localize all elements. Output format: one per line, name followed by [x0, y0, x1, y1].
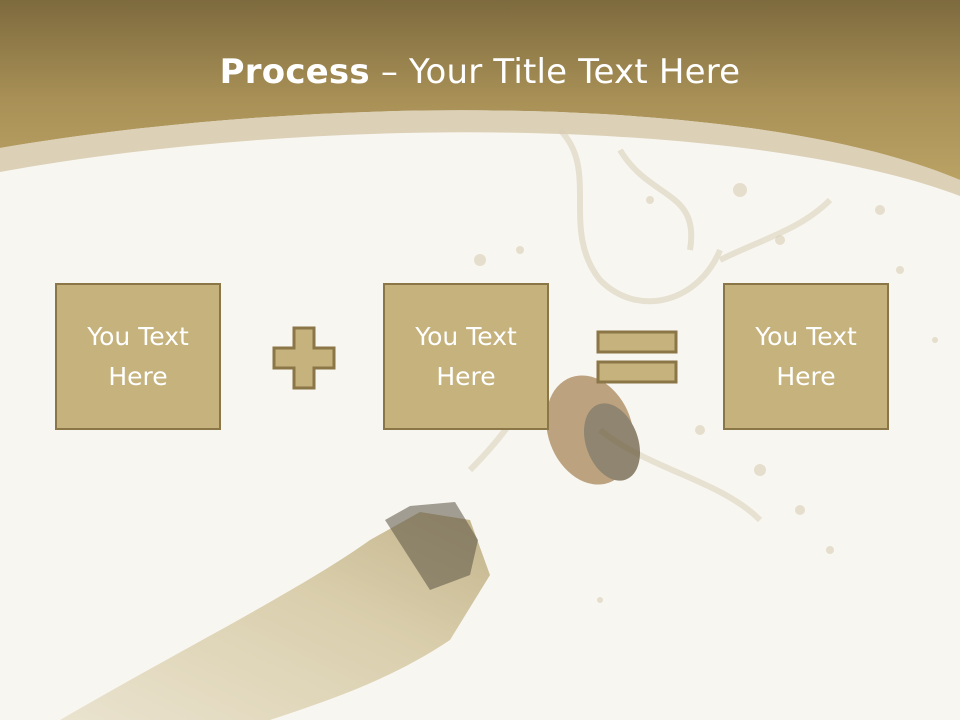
text-box-2-label: You Text Here [415, 321, 517, 391]
text-box-1-label: You Text Here [87, 321, 189, 391]
header-band [0, 0, 960, 180]
equals-icon [596, 330, 678, 384]
bottle [60, 512, 490, 720]
bottle-neck [385, 502, 478, 590]
slide-title: Process – Your Title Text Here [0, 52, 960, 92]
cork [546, 375, 641, 485]
text-box-1[interactable]: You Text Here [55, 283, 221, 430]
title-separator: – [369, 52, 410, 92]
text-box-3[interactable]: You Text Here [723, 283, 889, 430]
title-rest: Your Title Text Here [409, 52, 741, 92]
text-box-2[interactable]: You Text Here [383, 283, 549, 430]
plus-icon [272, 326, 336, 390]
title-bold: Process [219, 52, 370, 92]
text-box-3-label: You Text Here [755, 321, 857, 391]
header-swoosh [0, 110, 960, 196]
